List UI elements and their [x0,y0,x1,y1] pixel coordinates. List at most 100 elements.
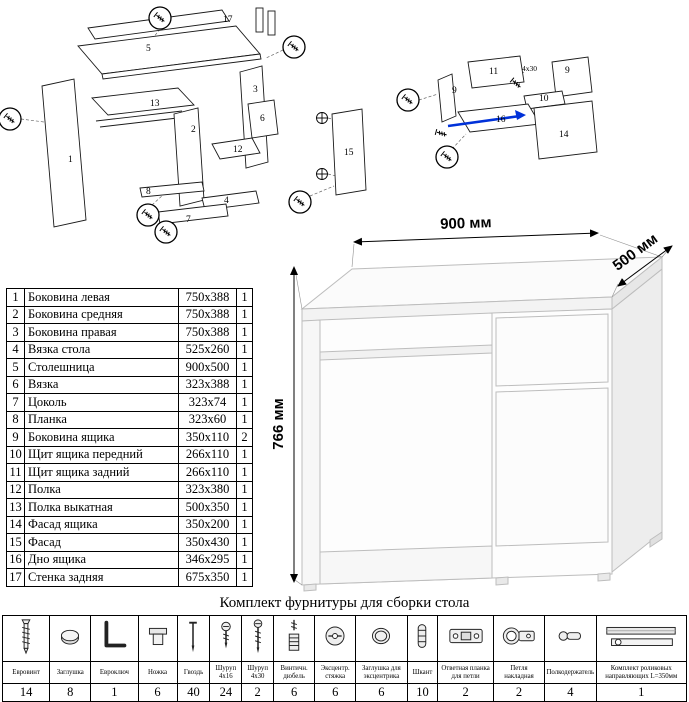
part-qty: 1 [236,340,253,359]
part-qty: 1 [236,480,253,499]
part-drawer-facade [533,100,598,160]
hardware-item-qty: 40 [176,683,211,702]
part-name: Вязка стола [24,340,179,359]
part-label-5: 5 [146,44,151,54]
part-number: 7 [6,393,25,412]
exploded-diagram-drawer: 9 11 9 10 16 14 4x30 [394,55,598,182]
fastener-callout [397,89,419,111]
screw-icon [434,128,448,139]
part-facade-door [331,108,367,196]
part-pullout-shelf [91,87,195,116]
part-qty: 1 [236,375,253,394]
part-qty: 1 [236,323,253,342]
part-qty: 1 [236,463,253,482]
part-name: Полка выкатная [24,498,179,517]
part-label-12: 12 [233,145,243,155]
desk-left-panel [301,319,321,586]
part-number: 2 [6,305,25,324]
part-qty: 1 [236,515,253,534]
part-plinth [157,203,229,225]
part-label-8: 8 [146,187,151,197]
hardware-item-label: Евроключ [90,661,139,684]
hardware-item-label: Заглушка для эксцентрика [355,661,408,684]
hardware-item-qty: 14 [1,683,51,702]
part-drawer-side-right [551,56,593,98]
part-label-16: 16 [496,115,506,125]
part-name: Стенка задняя [24,568,179,587]
part-number: 14 [6,515,25,534]
part-label-2: 2 [191,125,196,135]
part-qty: 1 [236,498,253,517]
part-number: 5 [6,358,25,377]
part-qty: 1 [236,358,253,377]
part-size: 350x200 [178,515,237,534]
hardware-item-qty: 6 [273,683,316,702]
part-qty: 1 [236,445,253,464]
eccentric-cam-icon [314,615,357,662]
part-number: 9 [6,428,25,447]
hardware-item-qty: 4 [544,683,597,702]
hardware-item-label: Эксцентр. стяжка [314,661,357,684]
hardware-item-label: Петля накладная [492,661,546,684]
part-drawer-side-left [437,73,457,123]
hardware-item-label: Ответная планка для петли [437,661,494,684]
part-name: Боковина правая [24,323,179,342]
desk-foot [649,531,663,548]
fastener-callout [137,204,159,226]
hinge-bar [267,10,276,36]
part-qty: 1 [236,305,253,324]
part-size: 500x350 [178,498,237,517]
part-shelf [211,137,261,160]
part-size: 346x295 [178,550,237,569]
part-name: Щит ящика передний [24,445,179,464]
part-label-17: 17 [223,15,233,25]
desk-right-side-face [611,267,663,574]
part-name: Боковина левая [24,288,179,307]
part-name: Полка [24,480,179,499]
part-number: 13 [6,498,25,517]
part-qty: 1 [236,393,253,412]
confirmat-screw-icon [1,615,51,662]
part-size: 900x500 [178,358,237,377]
part-name: Столешница [24,358,179,377]
hardware-item-qty: 2 [437,683,494,702]
part-name: Фасад [24,533,179,552]
part-size: 750x388 [178,305,237,324]
part-number: 6 [6,375,25,394]
part-label-10: 10 [539,94,549,104]
part-number: 12 [6,480,25,499]
shelf-rail [95,110,183,122]
hardware-item-label: Шуруп 4x30 [241,661,275,684]
part-size: 266x110 [178,463,237,482]
fastener-callout [149,7,171,29]
shelf-support-icon [544,615,597,662]
part-label-7: 7 [186,215,191,225]
part-qty: 1 [236,550,253,569]
fastener-callout [155,221,177,243]
part-plank [139,181,205,198]
part-size: 675x350 [178,568,237,587]
hardware-item-qty: 2 [241,683,275,702]
part-name: Дно ящика [24,550,179,569]
part-size: 525x260 [178,340,237,359]
part-name: Планка [24,410,179,429]
hardware-item-label: Комплект роликовых направляющих L=350мм [595,661,688,684]
part-size: 750x388 [178,288,237,307]
desk-drawer-front [495,313,609,387]
desk-plinth [319,545,493,585]
hardware-item-qty: 1 [595,683,688,702]
part-name: Щит ящика задний [24,463,179,482]
part-label-9b: 9 [565,66,570,76]
hardware-item-qty: 6 [355,683,408,702]
wooden-dowel-icon [406,615,439,662]
roller-guide-highlight [447,110,526,128]
